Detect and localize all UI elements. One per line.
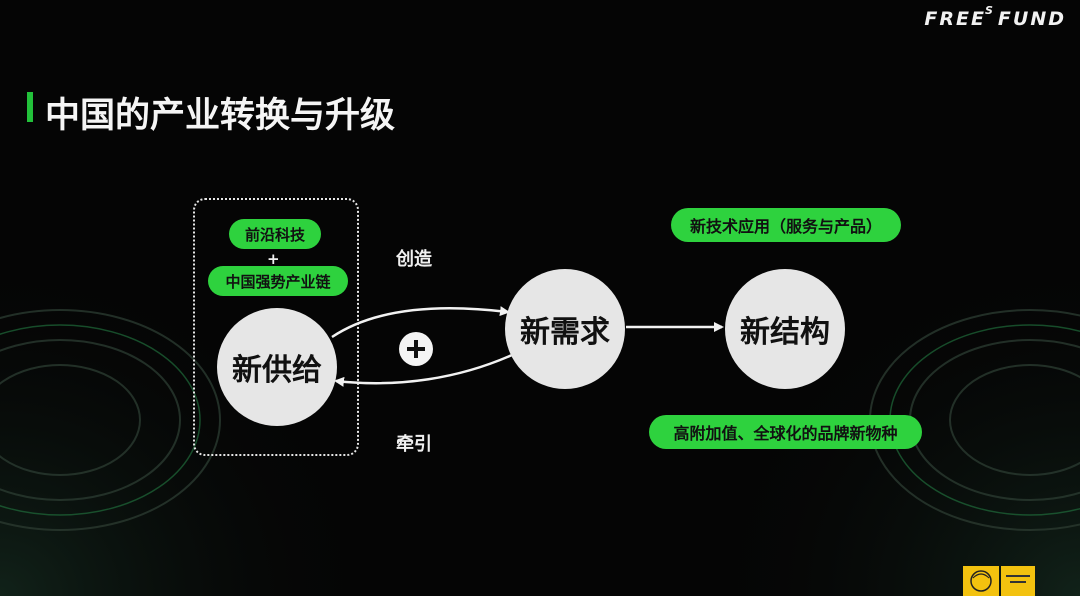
tag-new-tech-application: 新技术应用（服务与产品） bbox=[671, 208, 901, 242]
arrow-pull bbox=[334, 353, 513, 387]
plus-circle-icon bbox=[399, 332, 433, 366]
tag-industry-chain: 中国强势产业链 bbox=[208, 266, 348, 296]
edge-label-create: 创造 bbox=[396, 249, 432, 270]
brand-name-right: FUND bbox=[997, 8, 1066, 30]
node-new-supply: 新供给 bbox=[217, 308, 337, 426]
slide-title: 中国的产业转换与升级 bbox=[45, 96, 396, 136]
brand-name-superscript: S bbox=[984, 4, 995, 17]
edge-label-pull: 牵引 bbox=[396, 434, 432, 455]
tag-frontier-tech: 前沿科技 bbox=[229, 219, 321, 249]
node-new-demand: 新需求 bbox=[505, 269, 625, 389]
supply-group-box bbox=[193, 198, 359, 456]
tag-high-value-brands: 高附加值、全球化的品牌新物种 bbox=[649, 415, 922, 449]
brand-name-left: FREE bbox=[924, 8, 986, 30]
logo-wordmark bbox=[1001, 566, 1035, 596]
node-new-structure: 新结构 bbox=[725, 269, 845, 389]
brand-logo: FREE S FUND bbox=[924, 4, 1066, 30]
logo-mark-icon bbox=[963, 566, 999, 596]
arrow-create bbox=[331, 306, 510, 339]
hundun-logo bbox=[963, 566, 1035, 596]
title-accent-bar bbox=[27, 92, 33, 122]
supply-connector: + bbox=[267, 250, 280, 268]
